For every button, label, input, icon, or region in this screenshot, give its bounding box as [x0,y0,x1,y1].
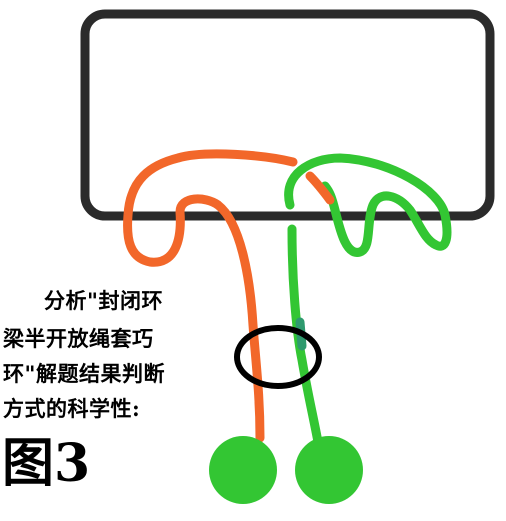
green-rope [287,224,323,447]
caption-line-3: 环"解题结果判断 [3,361,165,386]
black-ring [234,325,322,389]
orange-rope [123,149,298,443]
caption-line-2: 梁半开放绳套巧 [3,326,154,351]
closed-ring-beam [80,9,495,221]
caption-line-4: 方式的科学性: [3,396,141,421]
orange-crossing-segment [305,171,335,205]
caption-line-1: 分析"封闭环 [44,288,163,313]
green-rope-upper [284,153,452,257]
left-green-weight [209,436,277,504]
figure-label: 图3 [2,433,91,494]
right-green-weight [295,436,363,504]
